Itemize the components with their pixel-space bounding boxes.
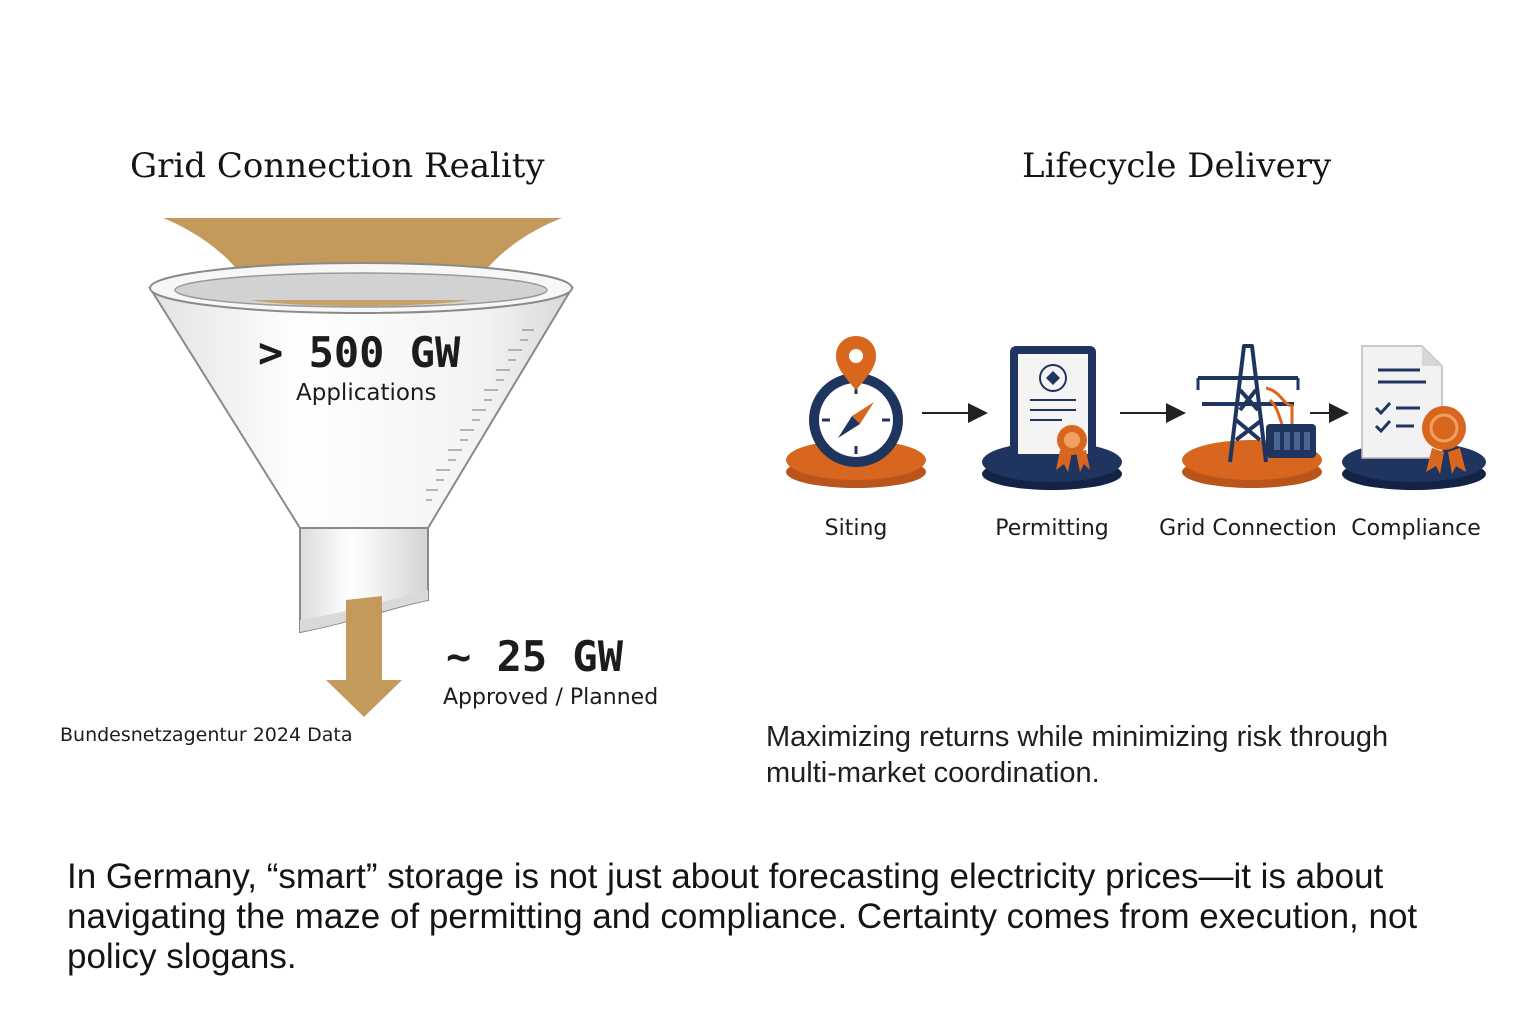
source-note: Bundesnetzagentur 2024 Data	[60, 724, 353, 746]
conclusion-text: In Germany, “smart” storage is not just …	[67, 857, 1418, 976]
measurement-ticks	[426, 329, 534, 501]
approved-label: Approved / Planned	[443, 685, 659, 710]
checklist-document-icon	[1342, 345, 1486, 490]
approved-value: ~ 25 GW	[446, 632, 624, 681]
funnel-cone-shape	[148, 287, 574, 529]
compass-pin-icon	[786, 336, 926, 488]
funnel-section-title: Grid Connection Reality	[130, 146, 545, 186]
step-label-grid-connection: Grid Connection	[1159, 516, 1337, 541]
lifecycle-tagline: Maximizing returns while minimizing risk…	[766, 721, 1389, 789]
output-arrow-shape	[326, 596, 402, 717]
lifecycle-section-title: Lifecycle Delivery	[1022, 146, 1332, 186]
funnel-diagram	[148, 218, 574, 717]
lifecycle-diagram	[786, 336, 1486, 490]
step-label-permitting: Permitting	[995, 516, 1109, 541]
step-label-compliance: Compliance	[1351, 516, 1481, 541]
applications-value: > 500 GW	[258, 328, 461, 377]
step-label-siting: Siting	[824, 516, 888, 541]
applications-label: Applications	[296, 380, 437, 406]
certificate-icon	[982, 346, 1122, 490]
transmission-tower-icon	[1182, 344, 1322, 488]
